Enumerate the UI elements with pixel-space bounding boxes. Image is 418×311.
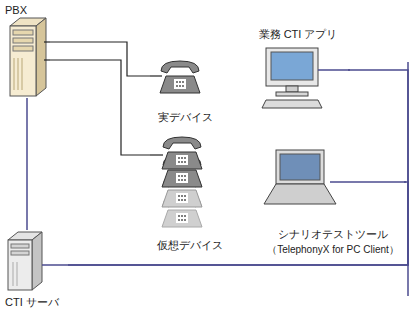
device-node: PBX <box>4 4 50 98</box>
device-label: CTI サーバ <box>4 296 60 309</box>
device-label: 仮想デバイス <box>156 239 224 252</box>
virtual-phone-stack <box>150 137 202 227</box>
desktop-pc <box>262 48 350 108</box>
pbx-tower <box>10 18 50 96</box>
device-label: 実デバイス <box>157 111 214 124</box>
connection-line <box>50 60 150 155</box>
device-node: 業務 CTI アプリ <box>248 28 348 116</box>
connection-line <box>68 70 408 265</box>
device-node: CTI サーバ <box>4 230 68 309</box>
connection-line <box>50 42 150 76</box>
device-label: 業務 CTI アプリ <box>258 28 339 41</box>
device-node: シナリオテストツール （TelephonyX for PC Client） <box>262 144 404 256</box>
device-node: 仮想デバイス <box>150 130 230 252</box>
device-label: PBX <box>4 4 28 17</box>
device-label: シナリオテストツール <box>277 228 389 241</box>
device-label: （TelephonyX for PC Client） <box>266 244 400 256</box>
cti-server <box>8 232 68 290</box>
connection-line <box>68 182 408 265</box>
laptop <box>264 150 406 204</box>
connection-line <box>26 98 28 230</box>
phone-icon <box>150 61 200 93</box>
device-node: 実デバイス <box>150 54 220 124</box>
